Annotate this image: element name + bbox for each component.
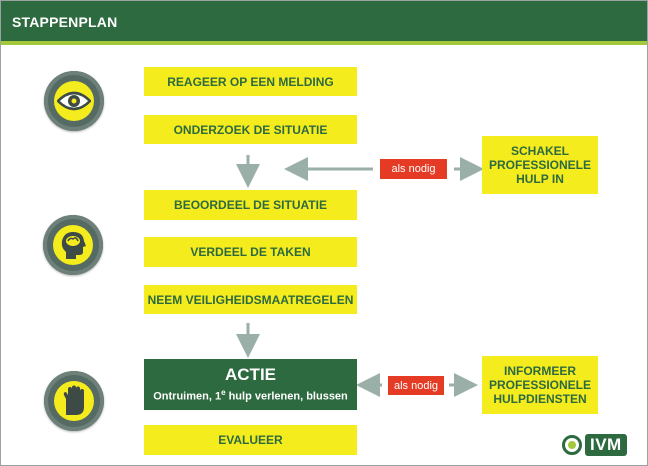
actie-subtitle-a: Ontruimen, 1 bbox=[153, 390, 222, 403]
step-onderzoek: ONDERZOEK DE SITUATIE bbox=[144, 115, 357, 144]
hand-icon bbox=[54, 381, 94, 421]
step-evalueer: EVALUEER bbox=[144, 425, 357, 455]
actie-subtitle-sup: e bbox=[221, 388, 226, 398]
eye-icon-circle bbox=[44, 71, 104, 131]
header-bar: STAPPENPLAN bbox=[1, 1, 647, 45]
step-actie: ACTIE Ontruimen, 1e hulp verlenen, bluss… bbox=[144, 359, 357, 410]
page-title: STAPPENPLAN bbox=[12, 14, 118, 30]
hand-icon-circle bbox=[44, 371, 104, 431]
side-schakel-hulp: SCHAKEL PROFESSIONELE HULP IN bbox=[482, 136, 598, 194]
actie-title: ACTIE bbox=[225, 365, 276, 385]
als-nodig-label-1: als nodig bbox=[380, 159, 447, 179]
actie-subtitle: Ontruimen, 1e hulp verlenen, blussen bbox=[153, 386, 348, 404]
head-icon bbox=[53, 225, 93, 265]
als-nodig-label-2: als nodig bbox=[388, 376, 444, 395]
step-neem-veiligheid: NEEM VEILIGHEIDSMAATREGELEN bbox=[144, 285, 357, 314]
step-beoordeel: BEOORDEEL DE SITUATIE bbox=[144, 190, 357, 220]
ivm-logo: IVM bbox=[562, 432, 640, 458]
side-informeer-hulpdiensten: INFORMEER PROFESSIONELE HULPDIENSTEN bbox=[482, 356, 598, 414]
head-icon-circle bbox=[43, 215, 103, 275]
step-reageer: REAGEER OP EEN MELDING bbox=[144, 67, 357, 96]
logo-ring-icon bbox=[562, 435, 582, 455]
logo-text: IVM bbox=[585, 434, 627, 456]
eye-icon bbox=[54, 81, 94, 121]
step-verdeel: VERDEEL DE TAKEN bbox=[144, 237, 357, 267]
actie-subtitle-b: hulp verlenen, blussen bbox=[225, 390, 348, 403]
